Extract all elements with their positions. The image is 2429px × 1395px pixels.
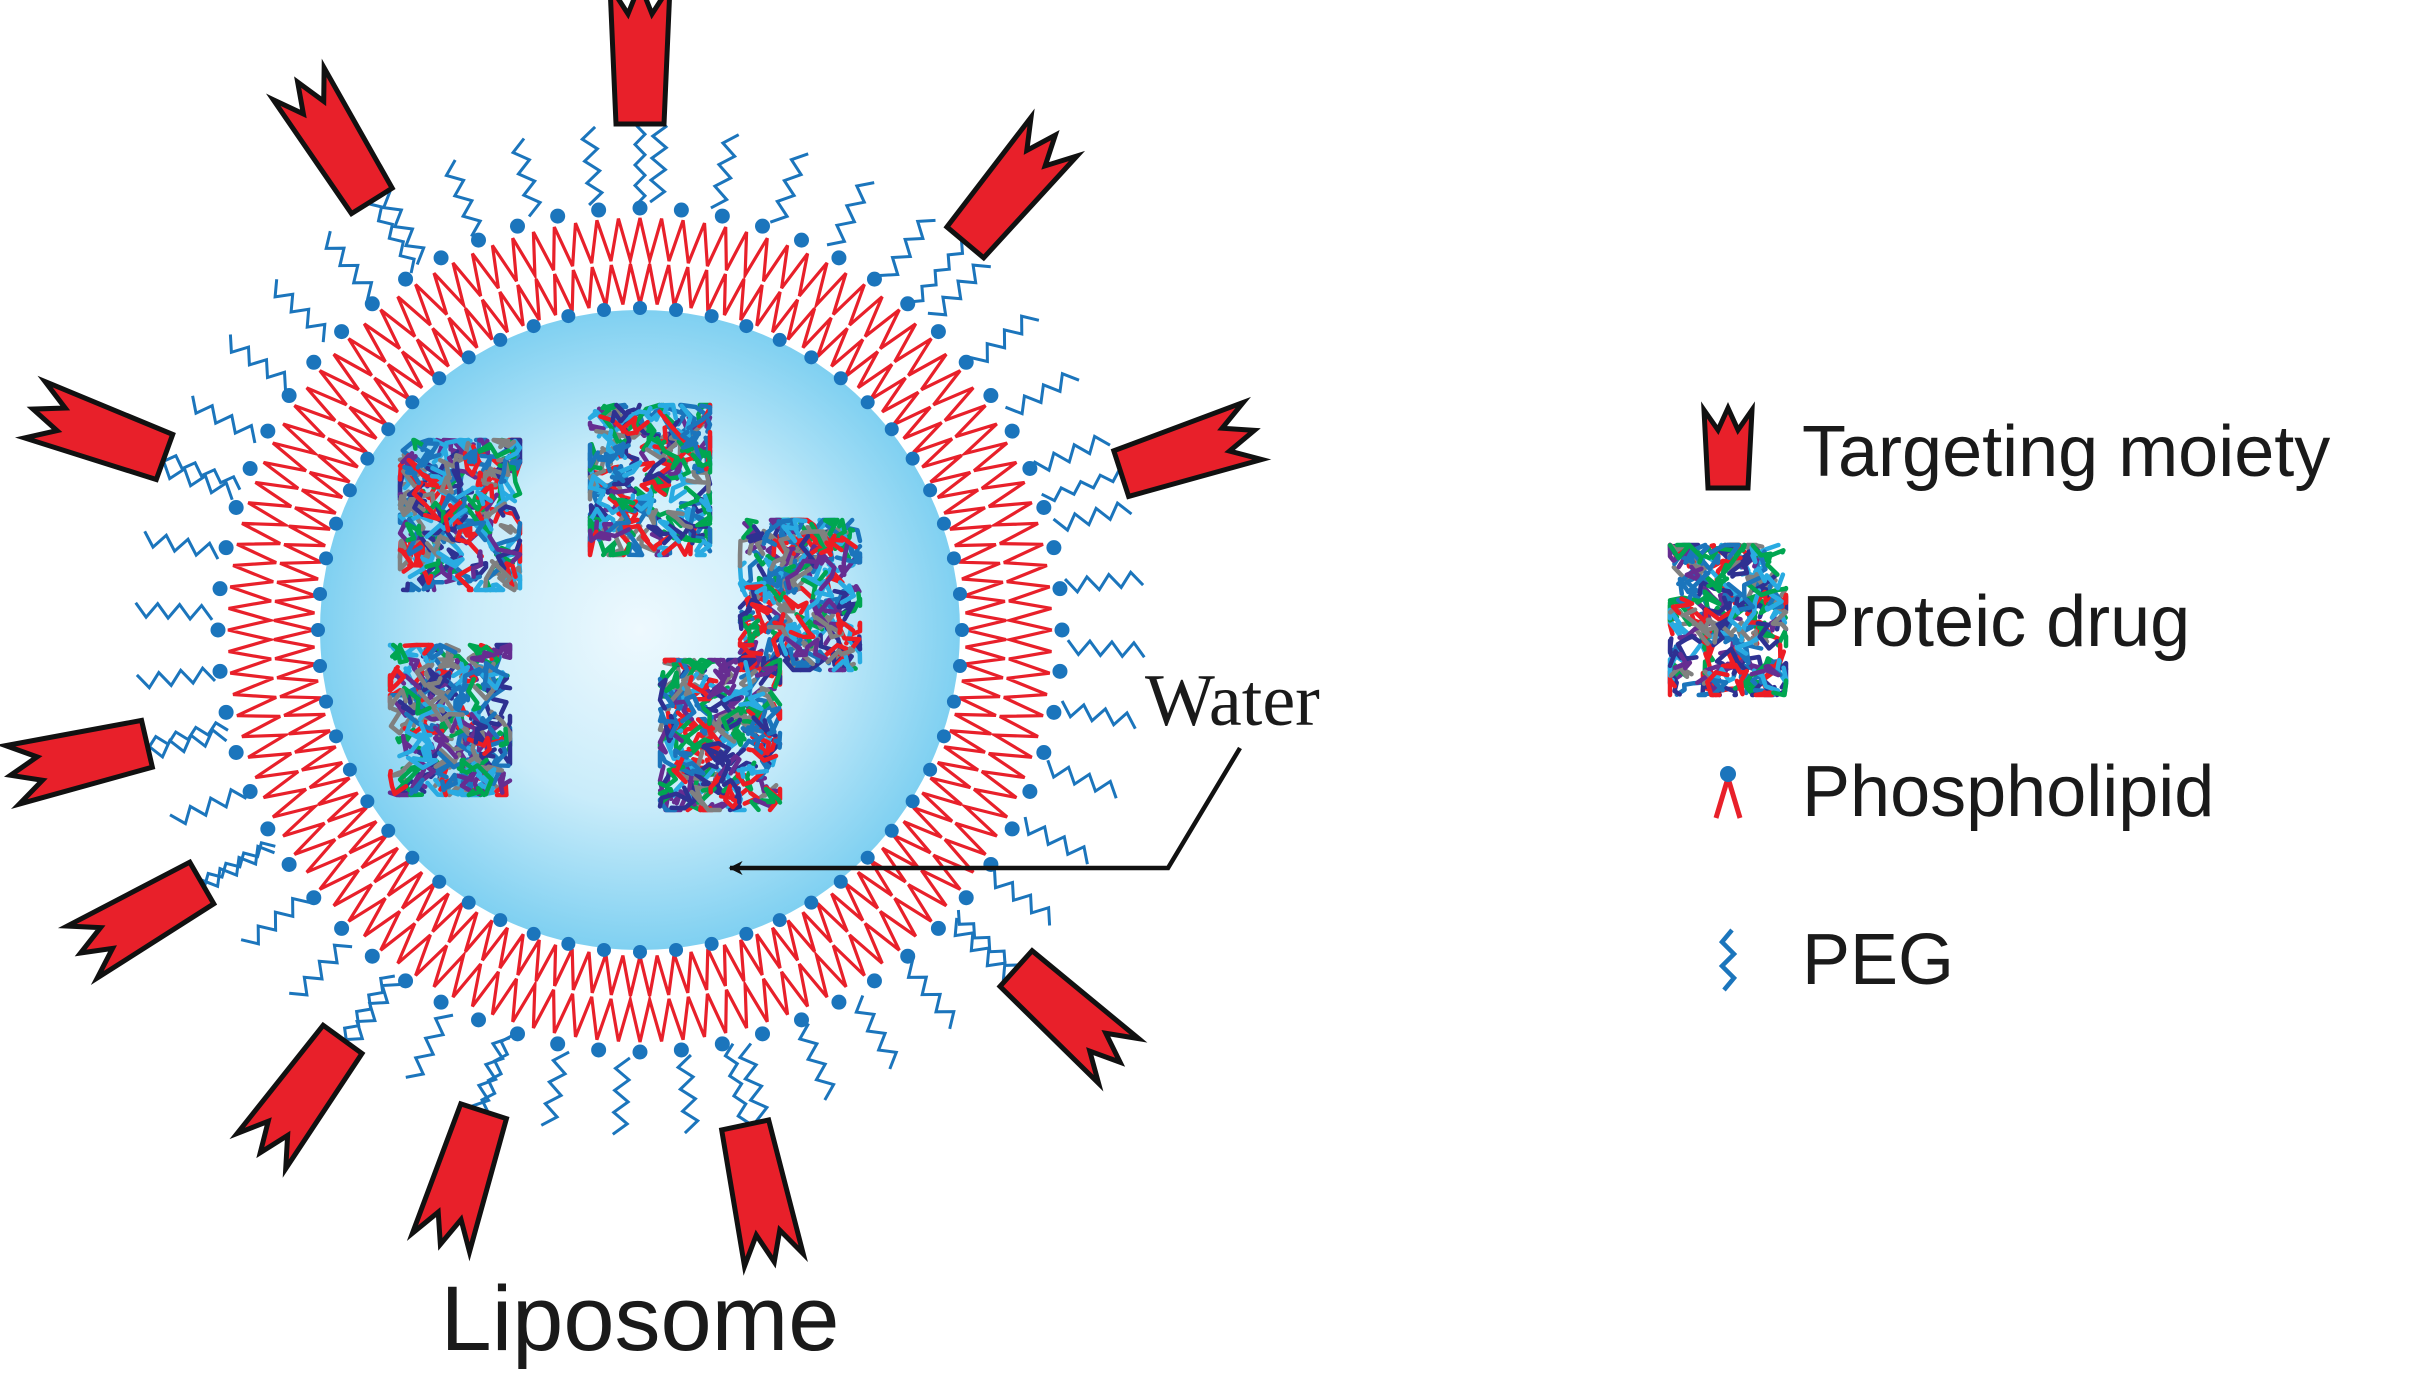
legend-item-drug: Proteic drug [1667,542,2190,698]
legend-item-peg: PEG [1718,920,1954,1000]
proteic-drug-1 [397,437,523,593]
legend: Targeting moiety Proteic drug Phospholip… [1667,401,2330,1000]
diagram-title: Liposome [441,1268,840,1370]
outer-lipid-tails [227,217,1053,1043]
proteic-drug-icon [1667,542,1789,698]
legend-item-targeting: Targeting moiety [1701,401,2330,492]
legend-label-phospholipid: Phospholipid [1802,752,2214,832]
inner-phospholipid-heads [311,301,969,959]
peg-icon [1718,928,1738,992]
targeting-moieties [0,0,1272,1276]
legend-label-drug: Proteic drug [1802,582,2190,662]
proteic-drug-5 [657,657,783,813]
phospholipid-icon [1713,766,1743,819]
phospholipid-bilayer [210,200,1070,1060]
legend-item-phospholipid: Phospholipid [1713,752,2214,832]
targeting-moiety-icon [1701,401,1755,491]
proteic-drug-3 [737,517,863,673]
water-label: Water [1145,660,1320,742]
legend-label-peg: PEG [1802,920,1954,1000]
legend-label-targeting: Targeting moiety [1802,412,2330,492]
proteic-drug-2 [587,402,713,558]
proteic-drug-4 [387,642,513,798]
outer-phospholipid-heads [210,200,1070,1060]
water-pointer: Water [728,660,1320,875]
proteic-drugs [387,402,863,813]
water-arrow [728,746,1242,875]
